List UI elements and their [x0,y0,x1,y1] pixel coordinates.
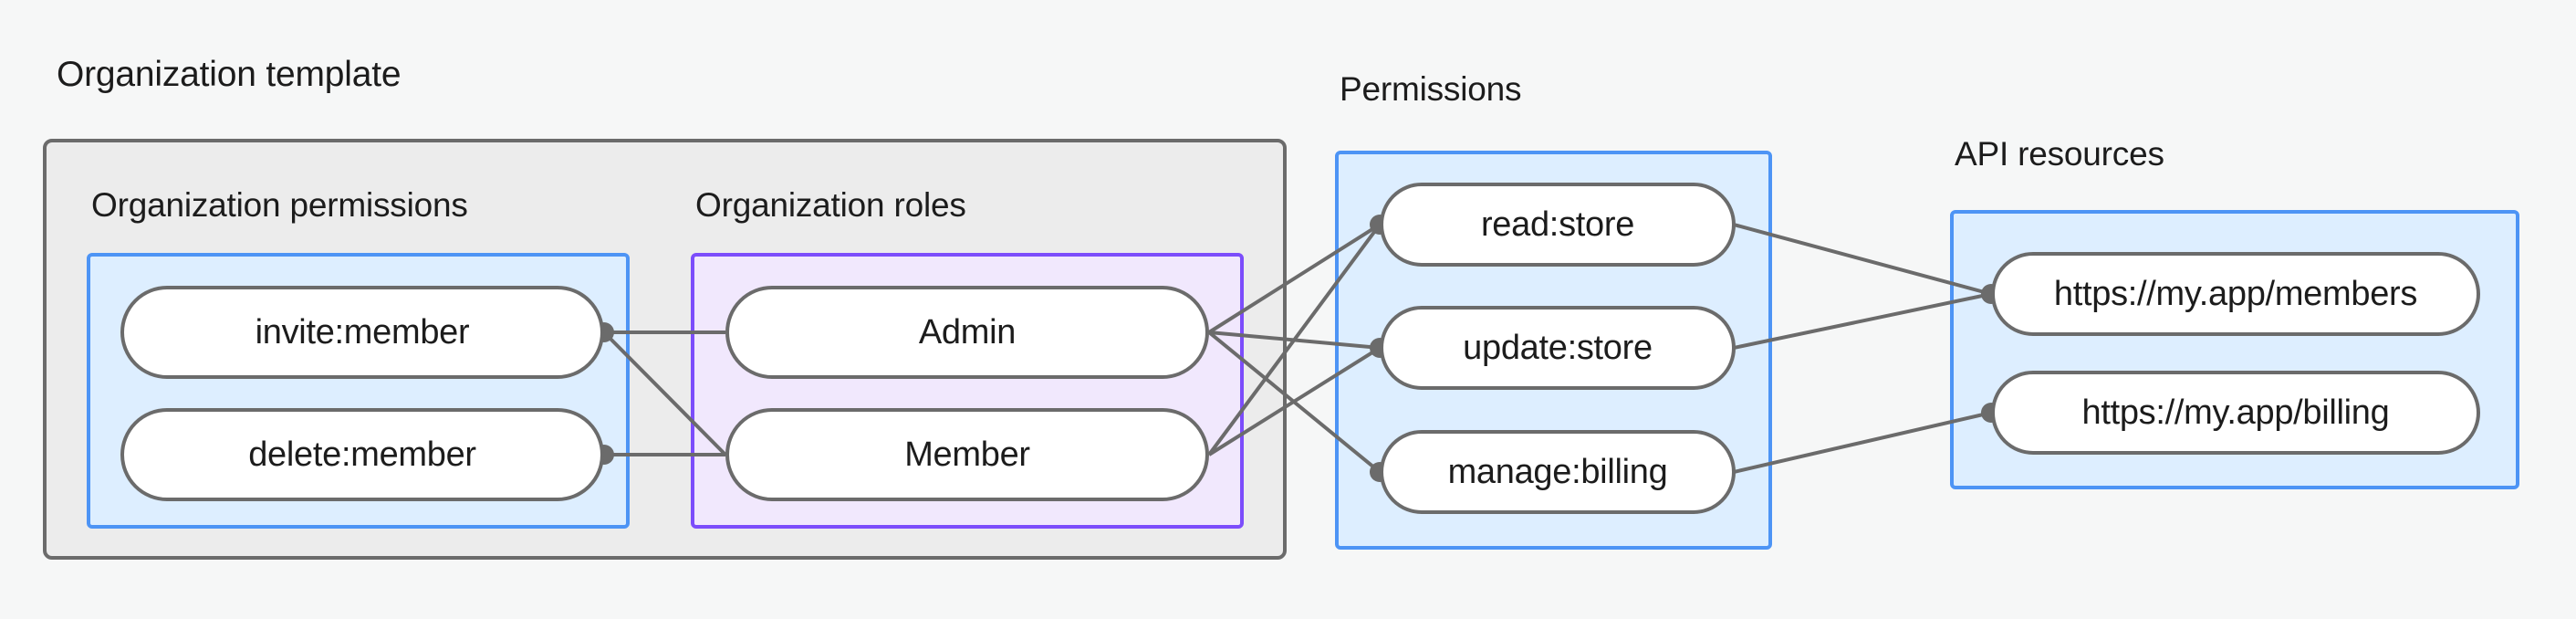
node-manage-billing[interactable]: manage:billing [1380,430,1736,514]
node-billing-api-resource[interactable]: https://my.app/billing [1991,371,2480,455]
organization-template-label: Organization template [57,55,402,94]
api-resources-label: API resources [1955,135,2164,173]
node-admin-role[interactable]: Admin [725,286,1209,379]
node-delete-member[interactable]: delete:member [120,408,604,501]
node-update-store[interactable]: update:store [1380,306,1736,390]
organization-roles-label: Organization roles [695,186,966,224]
node-read-store[interactable]: read:store [1380,183,1736,267]
node-member-role[interactable]: Member [725,408,1209,501]
node-members-api-resource[interactable]: https://my.app/members [1991,252,2480,336]
permissions-label: Permissions [1340,70,1522,108]
node-invite-member[interactable]: invite:member [120,286,604,379]
organization-permissions-label: Organization permissions [91,186,468,224]
